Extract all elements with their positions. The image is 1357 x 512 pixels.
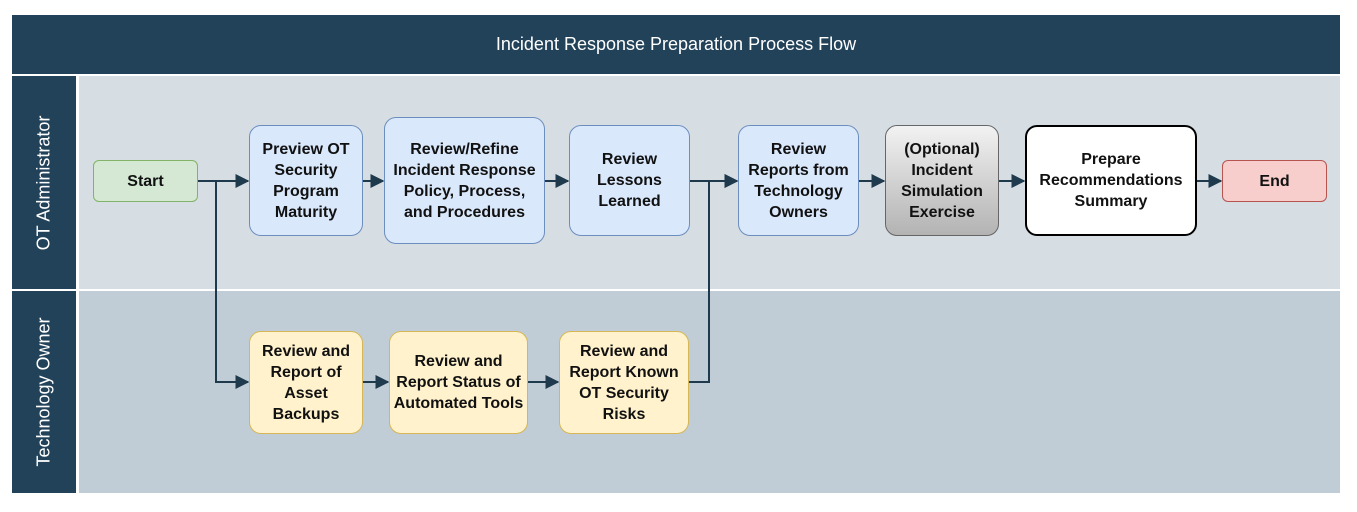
node-review-report-asset-backups: Review and Report of Asset Backups	[249, 331, 363, 434]
node-optional-incident-simulation: (Optional) Incident Simulation Exercise	[885, 125, 999, 236]
edge-start-to-asset-backups	[198, 180, 250, 389]
edge-risks-to-reports	[689, 174, 739, 383]
node-start: Start	[93, 160, 198, 202]
node-review-report-automated-tools: Review and Report Status of Automated To…	[389, 331, 528, 434]
node-review-refine-ir-policy: Review/Refine Incident Response Policy, …	[384, 117, 545, 244]
lane-label-technology-owner: Technology Owner	[12, 291, 76, 493]
node-end: End	[1222, 160, 1327, 202]
node-review-reports-from-technology-owners: Review Reports from Technology Owners	[738, 125, 859, 236]
diagram-title: Incident Response Preparation Process Fl…	[12, 15, 1340, 74]
node-preview-ot-security-program-maturity: Preview OT Security Program Maturity	[249, 125, 363, 236]
node-review-lessons-learned: Review Lessons Learned	[569, 125, 690, 236]
node-review-report-known-risks: Review and Report Known OT Security Risk…	[559, 331, 689, 434]
lane-label-ot-administrator: OT Administrator	[12, 76, 76, 289]
node-prepare-recommendations-summary: Prepare Recommendations Summary	[1025, 125, 1197, 236]
